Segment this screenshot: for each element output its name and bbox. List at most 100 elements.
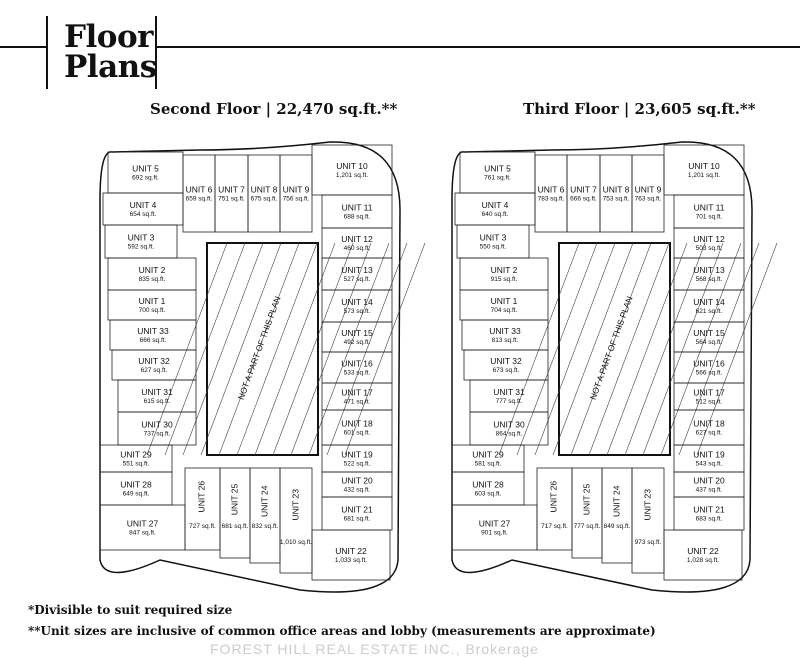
second-floor-unit-name: UNIT 8 [251, 185, 278, 195]
second-floor-unit-name: UNIT 19 [341, 450, 373, 460]
second-floor-unit-size: 533 sq.ft. [344, 370, 371, 377]
second-floor-unit-name: UNIT 28 [120, 480, 152, 490]
second-floor-unit-size: 666 sq.ft. [140, 337, 167, 344]
second-floor-core-hatch [200, 242, 282, 456]
third-floor-core-label: NOT A PART OF THIS PLAN [588, 295, 635, 401]
second-floor-unit-name: UNIT 23 [290, 489, 300, 521]
second-floor-unit-size: 756 sq.ft. [283, 196, 310, 203]
second-floor-unit-name: UNIT 25 [229, 483, 239, 515]
third-floor-outline [451, 141, 753, 593]
third-floor-unit-name: UNIT 21 [693, 505, 725, 515]
second-floor-unit-size: 471 sq.ft. [344, 399, 371, 406]
second-floor-unit-size: 688 sq.ft. [344, 214, 371, 221]
third-floor-unit-name: UNIT 18 [693, 419, 725, 429]
third-floor-unit-size: 1,028 sq.ft. [687, 557, 719, 564]
third-floor-core-hatch [498, 242, 580, 456]
header-rule-left [0, 46, 46, 48]
third-floor-unit-name: UNIT 3 [480, 233, 507, 243]
third-floor-unit-size: 1,201 sq.ft. [688, 172, 720, 179]
third-floor-unit-size: 550 sq.ft. [480, 244, 507, 251]
second-floor-unit-size: 675 sq.ft. [251, 196, 278, 203]
third-floor-unit-name: UNIT 12 [693, 234, 725, 244]
second-floor-unit-size: 551 sq.ft. [123, 461, 150, 468]
second-floor-unit-size: 527 sq.ft. [344, 276, 371, 283]
third-floor-core-hatch [624, 242, 706, 456]
second-floor-unit-size: 615 sq.ft. [144, 398, 171, 405]
second-floor-unit-name: UNIT 22 [335, 546, 367, 556]
title-line-1: Floor [64, 19, 153, 55]
third-floor-unit-size: 783 sq.ft. [538, 196, 565, 203]
page-title: Floor Plans [64, 19, 157, 85]
third-floor-unit-name: UNIT 6 [538, 185, 565, 195]
second-floor-core-hatch [344, 242, 426, 456]
second-floor-core-hatch [254, 242, 336, 456]
third-floor-unit-size: 753 sq.ft. [603, 196, 630, 203]
second-floor-unit-size: 835 sq.ft. [139, 276, 166, 283]
third-floor-unit-name: UNIT 33 [489, 326, 521, 336]
third-floor-unit-size: 915 sq.ft. [491, 276, 518, 283]
second-floor-unit-name: UNIT 32 [138, 356, 170, 366]
third-floor-core-hatch [570, 242, 652, 456]
second-floor-core-hatch [326, 242, 408, 456]
third-floor-unit-size: 717 sq.ft. [541, 523, 568, 530]
second-floor-core-hatch [146, 242, 228, 456]
third-floor-unit-size: 503 sq.ft. [696, 245, 723, 252]
third-floor-core-hatch [678, 242, 760, 456]
third-floor-unit-name: UNIT 2 [491, 265, 518, 275]
second-floor-core-hatch [272, 242, 354, 456]
third-floor-core-hatch [534, 242, 616, 456]
second-floor-unit-name: UNIT 2 [139, 265, 166, 275]
third-floor-unit-size: 512 sq.ft. [696, 399, 723, 406]
second-floor-unit-size: 1,033 sq.ft. [335, 557, 367, 564]
second-floor-unit-size: 432 sq.ft. [344, 487, 371, 494]
header-rule-right [157, 46, 800, 48]
second-floor-core-hatch [236, 242, 318, 456]
third-floor-unit-size: 683 sq.ft. [696, 516, 723, 523]
third-floor-unit-name: UNIT 7 [570, 185, 597, 195]
second-floor-unit-name: UNIT 13 [341, 265, 373, 275]
second-floor-unit-name: UNIT 31 [141, 387, 173, 397]
third-floor-unit-name: UNIT 11 [694, 203, 725, 213]
third-floor-unit-size: 704 sq.ft. [491, 307, 518, 314]
third-floor-unit-name: UNIT 27 [479, 519, 511, 529]
third-floor-core-hatch [516, 242, 598, 456]
third-floor-unit-33 [461, 319, 549, 351]
third-floor-unit-name: UNIT 31 [493, 387, 525, 397]
second-floor-core [206, 242, 319, 456]
second-floor-unit-size: 700 sq.ft. [139, 307, 166, 314]
third-floor-core-hatch [552, 242, 634, 456]
second-floor-unit-size: 649 sq.ft. [123, 491, 150, 498]
second-floor-unit-name: UNIT 14 [341, 297, 373, 307]
second-floor-unit-name: UNIT 1 [139, 296, 166, 306]
third-floor-unit-size: 761 sq.ft. [484, 175, 511, 182]
second-floor-unit-name: UNIT 6 [186, 185, 213, 195]
second-floor-unit-name: UNIT 21 [341, 505, 373, 515]
second-floor-unit-name: UNIT 7 [218, 185, 245, 195]
second-floor-unit-name: UNIT 9 [283, 185, 310, 195]
third-floor-unit-name: UNIT 16 [693, 359, 725, 369]
second-floor-unit-name: UNIT 11 [342, 203, 373, 213]
third-floor-unit-name: UNIT 29 [472, 450, 504, 460]
header-divider-left [46, 16, 48, 89]
second-floor-unit-size: 627 sq.ft. [141, 367, 168, 374]
third-floor-unit-size: 566 sq.ft. [696, 370, 723, 377]
second-floor-unit-size: 681 sq.ft. [344, 516, 371, 523]
title-line-2: Plans [64, 49, 157, 85]
third-floor-core [558, 242, 671, 456]
second-floor-unit-name: UNIT 33 [137, 326, 169, 336]
second-floor-core-hatch [182, 242, 264, 456]
third-floor-unit-size: 621 sq.ft. [696, 308, 723, 315]
second-floor-unit-size: 654 sq.ft. [130, 211, 157, 218]
third-floor-unit-size: 901 sq.ft. [481, 530, 508, 537]
second-floor-unit-size: 1,010 sq.ft. [280, 539, 312, 546]
third-floor-unit-name: UNIT 5 [484, 164, 511, 174]
third-floor-core-hatch [642, 242, 724, 456]
second-floor-unit-size: 573 sq.ft. [344, 308, 371, 315]
second-floor-unit-size: 832 sq.ft. [252, 523, 279, 530]
second-floor-unit-size: 681 sq.ft. [222, 523, 249, 530]
second-floor-unit-name: UNIT 10 [336, 161, 368, 171]
second-floor-unit-size: 460 sq.ft. [344, 245, 371, 252]
second-floor-unit-name: UNIT 17 [341, 388, 373, 398]
second-floor-core-hatch [290, 242, 372, 456]
